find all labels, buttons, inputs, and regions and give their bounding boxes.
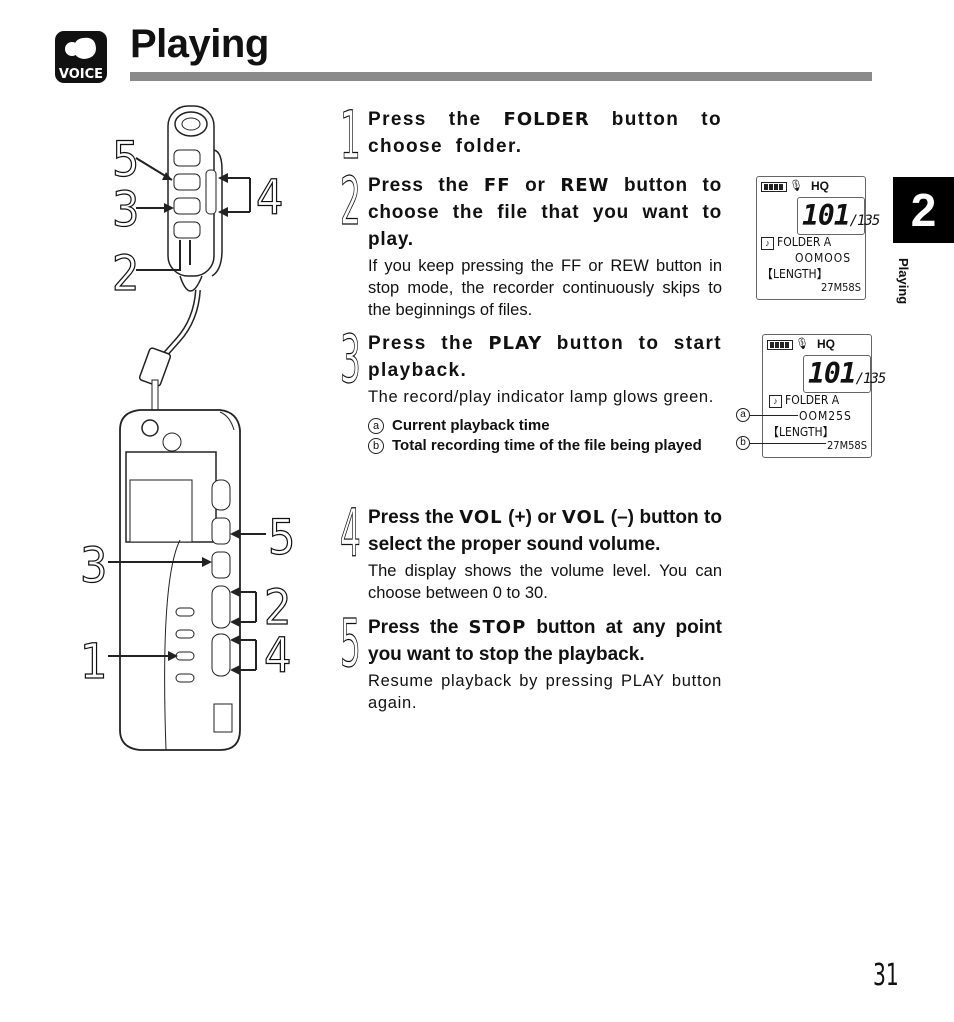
folder-name: FOLDER A xyxy=(785,393,840,407)
battery-icon xyxy=(761,182,787,192)
lcd-display-play: 🎙 HQ 101/135 ♪ FOLDER A OOM25S 【LENGTH】 … xyxy=(762,334,886,458)
step-heading: Press the VOL (+) or VOL (–) button to s… xyxy=(368,507,722,555)
callout-line-a xyxy=(750,415,798,416)
lcd-display-stop: 🎙 HQ 101/135 ♪ FOLDER A OOMOOS 【LENGTH】 … xyxy=(756,176,880,300)
step-2: 2 Press the FF or REW button to choose t… xyxy=(340,163,723,321)
folder-icon: ♪ xyxy=(769,395,782,408)
title-rule xyxy=(130,72,872,81)
callout-bottom-3: 3 xyxy=(80,538,107,594)
callout-top-5: 5 xyxy=(112,132,139,188)
page-number: 31 xyxy=(873,958,899,993)
step-heading: Press the FF or REW button to choose the… xyxy=(368,175,723,250)
battery-icon xyxy=(767,340,793,350)
length-label: 【LENGTH】 xyxy=(767,425,835,439)
file-number: 101/135 xyxy=(797,197,880,235)
playback-time: OOM25S xyxy=(799,409,852,423)
callout-top-4: 4 xyxy=(256,170,283,226)
side-label: Playing xyxy=(896,258,911,305)
callout-mark-b: b xyxy=(736,436,750,450)
folder-icon: ♪ xyxy=(761,237,774,250)
mic-icon: 🎙 xyxy=(795,338,809,350)
callout-bottom-1: 1 xyxy=(80,634,107,690)
step-number: 5 xyxy=(340,605,361,682)
length-label: 【LENGTH】 xyxy=(761,267,829,281)
step-heading: Press the PLAY button to start playback. xyxy=(368,333,722,381)
playback-time: OOMOOS xyxy=(795,251,852,265)
step-5: 5 Press the STOP button at any point you… xyxy=(340,605,722,714)
callout-mark-a: a xyxy=(736,408,750,422)
callout-top-2: 2 xyxy=(112,246,139,302)
recorder-illustration: 5 3 2 4 3 1 5 2 4 xyxy=(79,100,320,760)
callout-bottom-5: 5 xyxy=(268,510,295,566)
side-label-wrap: Playing xyxy=(893,258,913,328)
step-4: 4 Press the VOL (+) or VOL (–) button to… xyxy=(340,495,722,604)
callout-bottom-4: 4 xyxy=(264,628,291,684)
step-text: If you keep pressing the FF or REW butto… xyxy=(368,257,722,319)
step-heading: Press the STOP button at any point you w… xyxy=(368,617,722,665)
folder-name: FOLDER A xyxy=(777,235,832,249)
callout-top-3: 3 xyxy=(112,182,139,238)
quality-mode: HQ xyxy=(811,179,829,193)
page-title: Playing xyxy=(130,22,269,66)
logo-text: VOICE xyxy=(59,67,103,82)
total-time: 27M58S xyxy=(821,281,862,294)
total-time: 27M58S xyxy=(827,439,868,452)
file-number: 101/135 xyxy=(803,355,886,393)
step-number: 1 xyxy=(340,97,361,174)
chapter-tab: 2 xyxy=(893,177,954,243)
recorder-body-drawing xyxy=(108,409,266,751)
step-text: The display shows the volume level. You … xyxy=(368,562,722,602)
quality-mode: HQ xyxy=(817,337,835,351)
step-text: The record/play indicator lamp glows gre… xyxy=(368,388,714,406)
step-number: 3 xyxy=(340,321,361,398)
remote-control-drawing xyxy=(135,105,251,415)
step-3: 3 Press the PLAY button to start playbac… xyxy=(340,321,722,455)
step-1: 1 Press the FOLDER button to choose fold… xyxy=(340,102,722,169)
mic-icon: 🎙 xyxy=(789,180,803,192)
step-heading: Press the FOLDER button to choose folder… xyxy=(368,109,722,157)
step-number: 2 xyxy=(340,163,361,240)
step-number: 4 xyxy=(340,495,361,572)
step-text: Resume playback by pressing PLAY button … xyxy=(368,672,722,712)
voice-logo-icon: VOICE xyxy=(54,30,108,84)
callout-bottom-2: 2 xyxy=(264,580,291,636)
callout-line-b xyxy=(750,443,826,444)
